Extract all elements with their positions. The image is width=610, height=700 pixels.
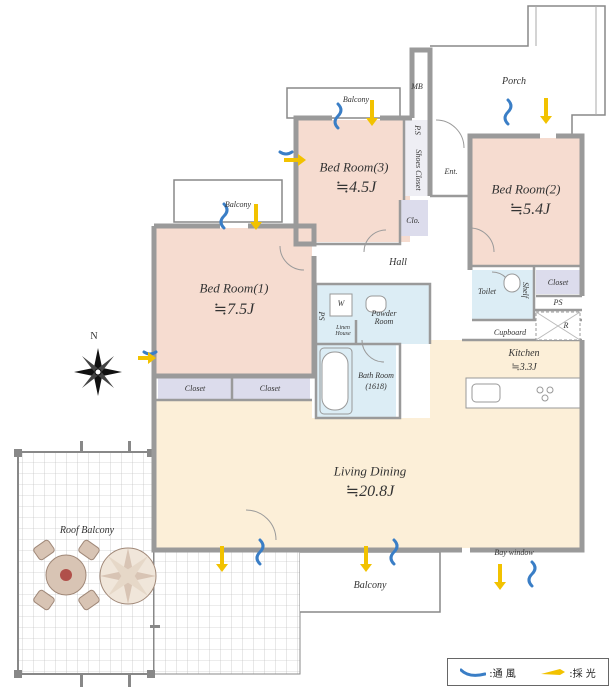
powder-room-label: Powder Room: [371, 309, 397, 326]
mb-label: MB: [411, 82, 423, 91]
bedroom2-name: Bed Room(2): [491, 181, 561, 197]
balcony-left-label: Balcony: [224, 200, 252, 209]
legend-daylight: :採 光: [540, 665, 596, 680]
closet1-label: Closet: [184, 384, 206, 393]
clo-label: Clo.: [406, 216, 420, 225]
roof-balcony-label: Roof Balcony: [59, 525, 115, 536]
porch-label: Porch: [501, 76, 527, 87]
kitchen-size: ≒3.3J: [511, 362, 537, 373]
toilet-label: Toilet: [478, 287, 496, 296]
shelf-label: Shelf: [521, 282, 530, 298]
balcony-top-area: [286, 87, 401, 119]
balcony-left-area: [173, 179, 283, 223]
bedroom1-name: Bed Room(1): [199, 280, 269, 296]
kitchen-name: Kitchen: [508, 348, 540, 359]
ps-right-label: PS: [553, 298, 563, 307]
porch-outline: [430, 5, 606, 141]
hall-label: Hall: [389, 257, 407, 268]
patio-table-icon: [33, 539, 100, 611]
bedroom1-size: ≒7.5J: [213, 301, 255, 318]
legend-ventilation: :通 風: [460, 665, 516, 680]
ventilation-arrow-icon: [460, 668, 487, 677]
shoes-closet-label: Shoes Closet: [414, 149, 423, 191]
linen-house-label: Linen House: [335, 325, 351, 337]
living-size: ≒20.8J: [345, 483, 395, 500]
bath-size-label: (1618): [365, 382, 387, 391]
shoes-closet-fill: [404, 120, 430, 196]
closet2-label: Closet: [259, 384, 281, 393]
cupboard-label: Cupboard: [493, 328, 527, 337]
legend: :通 風 :採 光: [447, 658, 609, 686]
north-arrow-icon: [74, 348, 122, 396]
balcony-top-label: Balcony: [342, 95, 370, 104]
living-name: Living Dining: [333, 463, 407, 479]
parasol-icon: [99, 547, 157, 605]
bedroom2-size: ≒5.4J: [509, 201, 551, 218]
north-label: N: [90, 331, 98, 342]
bay-window-label: Bay window: [494, 548, 534, 557]
w-label: W: [337, 299, 345, 308]
ventilation-arrows: [142, 98, 537, 588]
bedroom3-name: Bed Room(3): [319, 159, 389, 175]
r-label: R: [563, 321, 569, 330]
ps-mid-label: PS: [317, 311, 326, 321]
daylight-arrow-icon: [541, 669, 566, 675]
fixtures: [319, 273, 581, 415]
ps-top-label: P.S: [413, 125, 422, 135]
entrance-label: Ent.: [444, 167, 458, 176]
clo-fill: [400, 200, 428, 236]
bedroom2-fill: [472, 138, 582, 266]
bedroom3-size: ≒4.5J: [335, 179, 377, 196]
bedroom1-fill: [156, 228, 312, 374]
legend-ventilation-text: :通 風: [489, 668, 516, 680]
closet-right-fill: [536, 270, 580, 294]
bedroom3-fill: [296, 120, 410, 242]
daylight-arrows: [138, 98, 552, 590]
bath-room-label: Bath Room: [358, 371, 394, 380]
walls: [151, 47, 585, 553]
closet-left-fill: [158, 378, 310, 400]
closet-right-label: Closet: [547, 278, 569, 287]
legend-daylight-text: :採 光: [569, 668, 596, 680]
balcony-bottom-label: Balcony: [353, 580, 387, 591]
toilet-fill: [472, 270, 534, 320]
